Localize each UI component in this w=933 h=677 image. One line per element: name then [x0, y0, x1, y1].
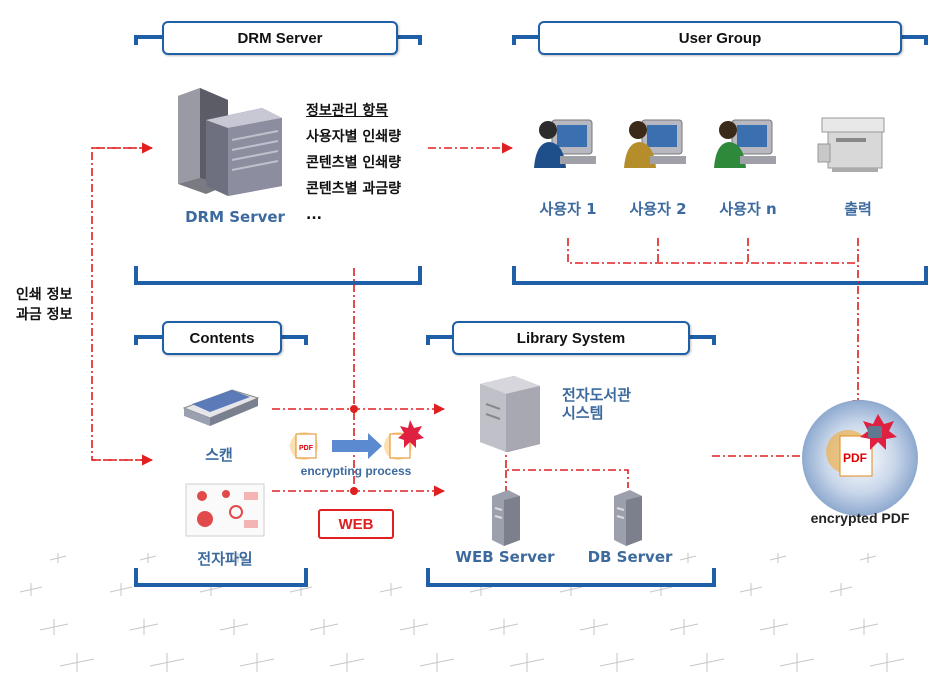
- web-server-label: WEB Server: [455, 548, 555, 566]
- info-management-list: 정보관리 항목 사용자별 인쇄량 콘텐츠별 인쇄량 콘텐츠별 과금량 ...: [306, 98, 401, 228]
- info-list-item: 사용자별 인쇄량: [306, 129, 402, 145]
- library-server-icon: [480, 376, 540, 452]
- group-title-drm-server: DRM Server: [162, 21, 398, 55]
- drm-server-label: DRM Server: [185, 208, 285, 226]
- web-badge: WEB: [318, 509, 394, 539]
- print-info-label: 인쇄 정보: [16, 287, 73, 303]
- flow-library-servers: [505, 444, 629, 488]
- group-title-contents: Contents: [162, 321, 282, 355]
- info-list-item: 콘텐츠별 과금량: [306, 181, 402, 197]
- info-list-item: ...: [306, 207, 322, 223]
- pdf-locked-icon: [384, 420, 424, 460]
- encrypting-process-label: encrypting process: [300, 464, 412, 478]
- group-title-library-system: Library System: [452, 321, 690, 355]
- flow-info-to-drm: [91, 147, 152, 461]
- user-1-label: 사용자 1: [539, 200, 597, 218]
- scanner-icon: [182, 389, 260, 426]
- billing-info-label: 과금 정보: [16, 307, 73, 323]
- library-system-label-line2: 시스템: [562, 404, 604, 422]
- user-2-icon: [624, 119, 686, 168]
- electronic-file-icon: [185, 483, 265, 537]
- user-n-icon: [714, 119, 776, 168]
- pdf-big-label: PDF: [843, 451, 867, 465]
- db-server-icon: [614, 490, 642, 546]
- scan-label: 스캔: [205, 446, 233, 464]
- user-2-label: 사용자 2: [629, 200, 687, 218]
- web-server-icon: [492, 490, 520, 546]
- user-1-icon: [534, 119, 596, 168]
- printer-icon: [817, 117, 885, 172]
- pdf-source-label: PDF: [299, 445, 314, 452]
- arrow-right-icon: [332, 433, 382, 459]
- drm-server-icon: [178, 88, 282, 196]
- pdf-source-icon: PDF: [290, 432, 318, 460]
- junction-dot: [350, 405, 358, 413]
- junction-dot: [350, 487, 358, 495]
- db-server-label: DB Server: [587, 548, 673, 566]
- encrypted-pdf-label: encrypted PDF: [810, 510, 910, 526]
- user-n-label: 사용자 n: [719, 200, 777, 218]
- flow-users-bus: [567, 238, 858, 264]
- group-title-user-group: User Group: [538, 21, 902, 55]
- print-output-label: 출력: [844, 200, 872, 218]
- info-list-item: 콘텐츠별 인쇄량: [306, 155, 402, 171]
- info-list-header: 정보관리 항목: [306, 103, 389, 119]
- electronic-file-label: 전자파일: [197, 550, 253, 568]
- group-frames: [134, 35, 928, 587]
- floor-grid: [19, 553, 905, 672]
- encrypted-pdf-icon: PDF: [802, 400, 918, 516]
- library-system-label-line1: 전자도서관: [562, 386, 632, 404]
